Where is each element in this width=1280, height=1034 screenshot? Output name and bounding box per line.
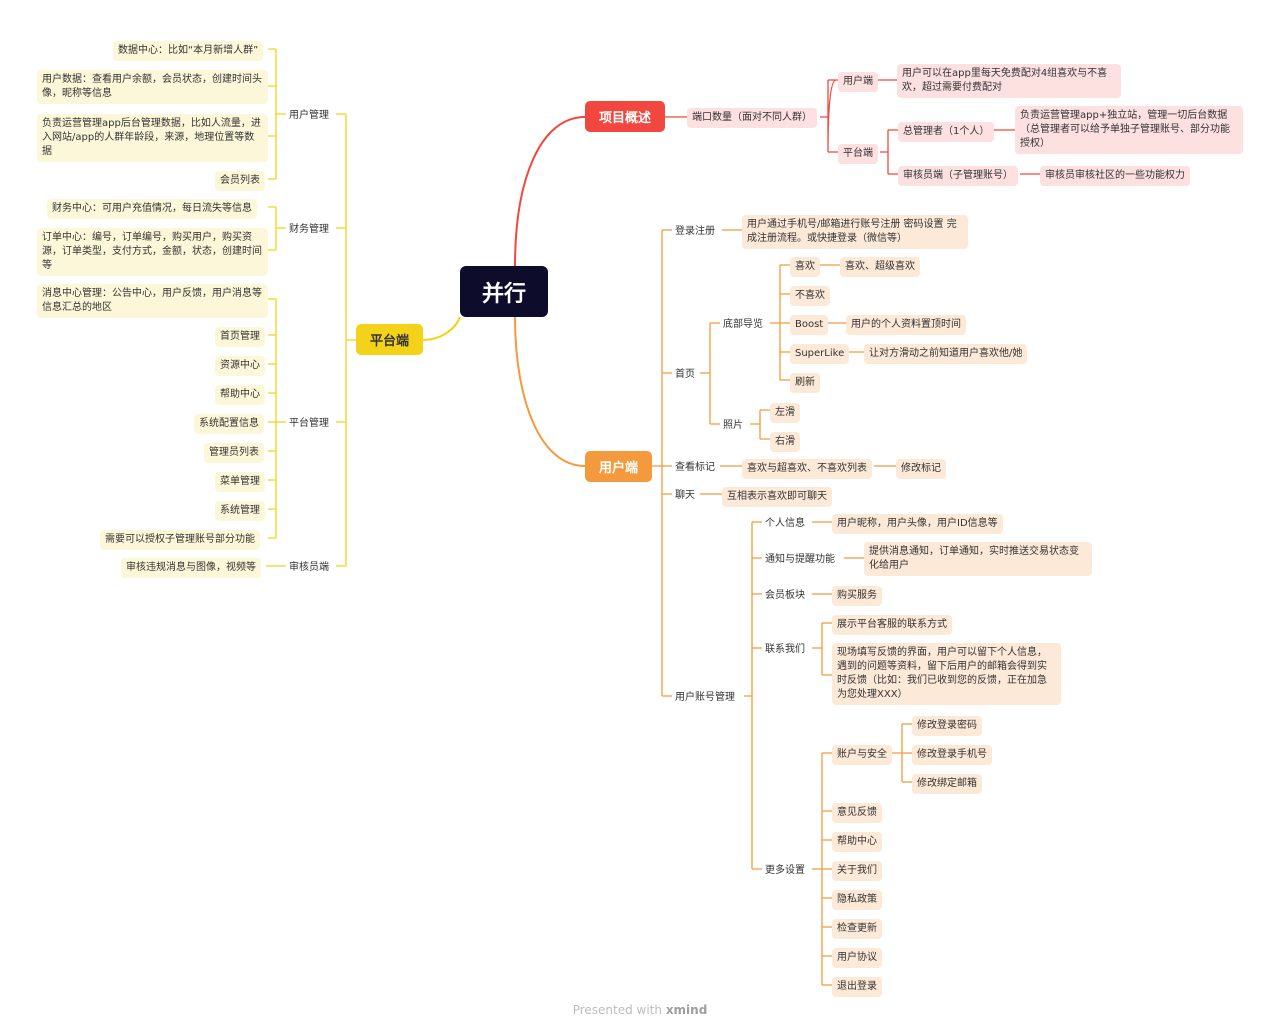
node-chat-desc[interactable]: 互相表示喜欢即可聊天 [722,487,832,507]
node-sec-mail[interactable]: 修改绑定邮箱 [912,774,982,794]
node-user-port-desc[interactable]: 用户可以在app里每天免费配对4组喜欢与不喜欢，超过需要付费配对 [897,64,1121,98]
topic-overview[interactable]: 项目概述 [585,101,665,132]
node-contact[interactable]: 联系我们 [765,644,805,655]
node-super-admin[interactable]: 总管理者（1个人） [898,122,995,142]
node-fin-center[interactable]: 财务中心：可用户充值情况，每日流失等信息 [47,199,257,219]
node-photo[interactable]: 照片 [723,420,743,431]
node-auditor-end[interactable]: 审核员端 [289,562,329,573]
node-swipe-left[interactable]: 左滑 [770,403,800,423]
node-plat-mgmt[interactable]: 平台管理 [289,418,329,429]
topic-platform[interactable]: 平台端 [356,324,423,355]
node-chat[interactable]: 聊天 [675,490,695,501]
node-menu-mgmt[interactable]: 菜单管理 [215,472,265,492]
node-privacy[interactable]: 隐私政策 [832,890,882,910]
node-help[interactable]: 帮助中心 [832,832,882,852]
node-logout[interactable]: 退出登录 [832,977,882,997]
node-platform-port[interactable]: 平台端 [838,144,878,164]
node-sys-mgmt[interactable]: 系统管理 [215,501,265,521]
node-swipe-right[interactable]: 右滑 [770,432,800,452]
node-superlike-desc[interactable]: 让对方滑动之前知道用户喜欢他/她 [864,344,1028,364]
node-boost-desc[interactable]: 用户的个人资料置顶时间 [846,315,966,335]
node-sec-phone[interactable]: 修改登录手机号 [912,745,992,765]
node-superlike[interactable]: SuperLike [790,344,850,364]
node-bottom-nav[interactable]: 底部导览 [723,319,763,330]
node-security[interactable]: 账户与安全 [832,745,892,765]
node-super-admin-desc[interactable]: 负责运营管理app+独立站，管理一切后台数据（总管理者可以给予单独子管理账号、部… [1015,106,1243,154]
node-login[interactable]: 登录注册 [675,226,715,237]
node-edit-marks[interactable]: 修改标记 [896,459,946,479]
topic-user-end[interactable]: 用户端 [585,451,652,482]
node-notify[interactable]: 通知与提醒功能 [765,554,835,565]
node-member[interactable]: 会员板块 [765,590,805,601]
node-admin-list[interactable]: 管理员列表 [204,443,264,463]
node-profile-desc[interactable]: 用户昵称，用户头像，用户ID信息等 [832,514,1003,534]
node-like[interactable]: 喜欢 [790,257,820,277]
node-order-center[interactable]: 订单中心：编号，订单编号，购买用户，购买资源，订单类型，支付方式，金额，状态，创… [37,228,268,276]
node-audit-desc[interactable]: 审核违规消息与图像，视频等 [121,558,261,578]
node-finance[interactable]: 财务管理 [289,224,329,235]
node-user-port[interactable]: 用户端 [838,72,878,92]
node-member-list[interactable]: 会员列表 [215,171,265,191]
node-member-desc[interactable]: 购买服务 [832,586,882,606]
node-home-mgmt[interactable]: 首页管理 [215,327,265,347]
node-sec-pwd[interactable]: 修改登录密码 [912,716,982,736]
node-marks-list[interactable]: 喜欢与超喜欢、不喜欢列表 [742,459,872,479]
node-msg-center[interactable]: 消息中心管理：公告中心，用户反馈，用户消息等信息汇总的地区 [37,284,268,318]
node-account[interactable]: 用户账号管理 [675,692,735,703]
node-boost[interactable]: Boost [790,315,829,335]
node-resource[interactable]: 资源中心 [215,356,265,376]
node-feedback[interactable]: 意见反馈 [832,803,882,823]
node-dislike[interactable]: 不喜欢 [790,286,830,306]
node-sys-config[interactable]: 系统配置信息 [194,414,264,434]
node-home[interactable]: 首页 [675,369,695,380]
node-sub-auth[interactable]: 需要可以授权子管理账号部分功能 [100,530,260,550]
node-about[interactable]: 关于我们 [832,861,882,881]
node-auditor[interactable]: 审核员端（子管理账号） [898,166,1018,186]
node-ports[interactable]: 端口数量（面对不同人群） [687,108,817,128]
node-user-mgmt[interactable]: 用户管理 [289,110,329,121]
footer-credit: Presented with xmind [0,1003,1280,1017]
node-profile[interactable]: 个人信息 [765,518,805,529]
node-more[interactable]: 更多设置 [765,865,805,876]
node-help-center[interactable]: 帮助中心 [215,385,265,405]
xmind-logo: xmind [665,1003,708,1017]
node-marks[interactable]: 查看标记 [675,462,715,473]
node-like-desc[interactable]: 喜欢、超级喜欢 [840,257,920,277]
node-user-data[interactable]: 用户数据：查看用户余额，会员状态，创建时间头像，昵称等信息 [37,70,268,104]
footer-prefix: Presented with [572,1003,666,1017]
node-contact-a[interactable]: 展示平台客服的联系方式 [832,615,952,635]
node-login-desc[interactable]: 用户通过手机号/邮箱进行账号注册 密码设置 完成注册流程。或快捷登录（微信等） [742,215,968,249]
node-data-center[interactable]: 数据中心：比如“本月新增人群” [113,41,264,61]
node-notify-desc[interactable]: 提供消息通知，订单通知，实时推送交易状态变化给用户 [864,542,1092,576]
node-agreement[interactable]: 用户协议 [832,948,882,968]
root-topic[interactable]: 并行 [460,266,548,317]
node-contact-b[interactable]: 现场填写反馈的界面，用户可以留下个人信息，遇到的问题等资料，留下后用户的邮箱会得… [832,643,1061,705]
node-auditor-desc[interactable]: 审核员审核社区的一些功能权力 [1040,166,1190,186]
node-update[interactable]: 检查更新 [832,919,882,939]
node-ops-data[interactable]: 负责运营管理app后台管理数据，比如人流量，进入网站/app的人群年龄段，来源，… [37,114,268,162]
node-refresh[interactable]: 刷新 [790,373,820,393]
